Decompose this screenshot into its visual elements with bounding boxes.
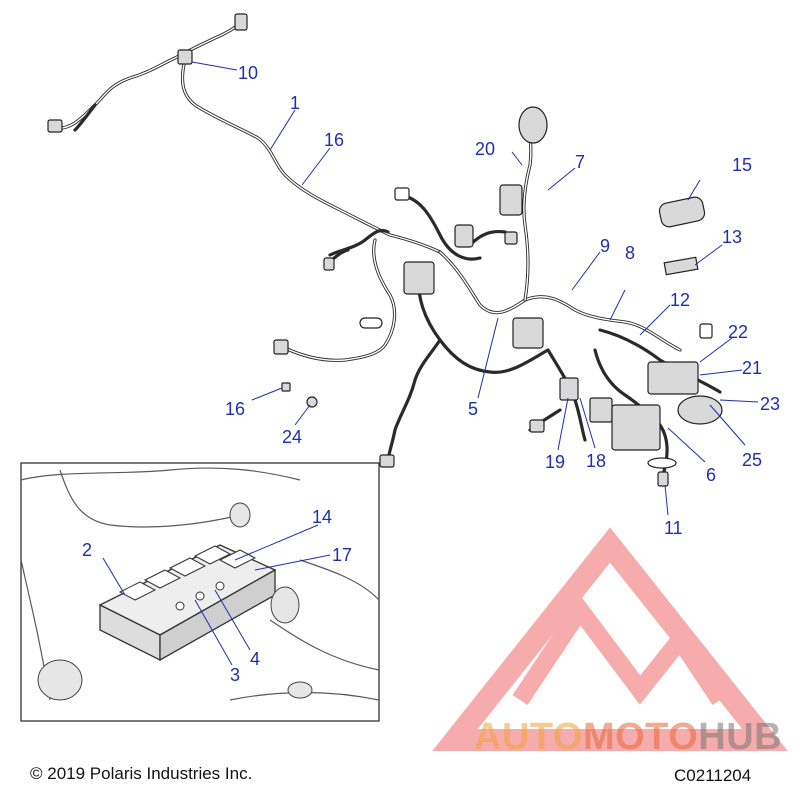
callout-6: 6	[706, 465, 717, 485]
watermark-text: AUTOMOTOHUB	[474, 716, 782, 759]
callout-22: 22	[728, 322, 749, 342]
callout-5: 5	[468, 399, 479, 419]
callout-21: 21	[742, 358, 763, 378]
leader-lines	[191, 61, 759, 516]
callout-4: 4	[250, 649, 261, 669]
callout-15: 15	[732, 155, 753, 175]
callout-1: 1	[290, 93, 301, 113]
callout-24: 24	[282, 427, 303, 447]
watermark-hub: HUB	[698, 716, 783, 758]
drawing-code: C0211204	[674, 766, 752, 785]
callout-14: 14	[312, 507, 333, 527]
callout-23: 23	[760, 394, 781, 414]
callout-18: 18	[586, 451, 607, 471]
callout-12: 12	[670, 290, 691, 310]
callout-16-upper: 16	[324, 130, 345, 150]
harness-connectors	[47, 13, 723, 487]
callout-7: 7	[575, 152, 586, 172]
callout-16-lower: 16	[225, 399, 246, 419]
watermark-logo	[432, 527, 788, 751]
callout-3: 3	[230, 665, 241, 685]
callout-13: 13	[722, 227, 743, 247]
callout-8: 8	[625, 243, 636, 263]
callout-9: 9	[600, 236, 611, 256]
callout-19: 19	[545, 452, 566, 472]
callout-10: 10	[238, 63, 259, 83]
watermark-moto: MOTO	[582, 716, 699, 758]
callout-20: 20	[475, 139, 496, 159]
callout-2: 2	[82, 540, 93, 560]
watermark-auto: AUTO	[474, 716, 583, 758]
callout-17: 17	[332, 545, 353, 565]
copyright-notice: © 2019 Polaris Industries Inc.	[30, 764, 253, 783]
relay-box	[98, 544, 277, 662]
callout-25: 25	[742, 450, 763, 470]
inset-detail	[20, 462, 380, 722]
callout-11: 11	[664, 518, 683, 538]
